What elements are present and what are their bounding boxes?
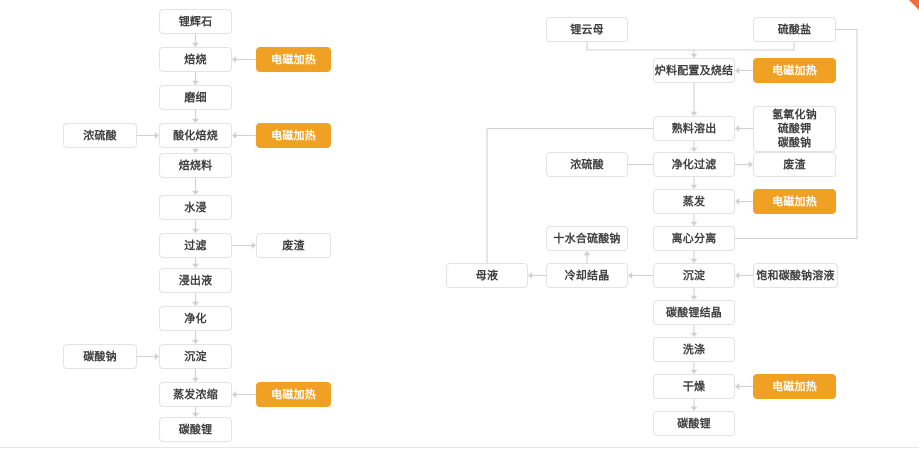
bottom-divider — [0, 447, 919, 448]
spodumene-connector-净化-to-沉淀 — [192, 331, 199, 344]
spodumene-connector-过滤-to-浸出液 — [192, 258, 199, 268]
lepidolite-node-炉料配置及烧结[interactable]: 炉料配置及烧结 — [653, 58, 735, 83]
lepidolite-connector-干燥-to-碳酸锂 — [690, 399, 698, 411]
lepidolite-connector-电磁加热-to-炉料配置及烧结 — [735, 67, 753, 74]
lepidolite-node-干燥[interactable]: 干燥 — [653, 374, 735, 399]
spodumene-node-净化[interactable]: 净化 — [159, 306, 232, 331]
lepidolite-node-洗涤[interactable]: 洗涤 — [653, 337, 735, 362]
spodumene-connector-过滤-to-废渣 — [232, 242, 256, 249]
lepidolite-node-十水合硫酸钠[interactable]: 十水合硫酸钠 — [546, 226, 628, 251]
spodumene-connector-电磁加热-to-蒸发浓缩 — [232, 391, 256, 398]
lepidolite-connector-净化过滤-to-蒸发 — [690, 177, 698, 189]
lepidolite-node-蒸发[interactable]: 蒸发 — [653, 189, 735, 214]
lepidolite-connector-洗涤-to-干燥 — [690, 362, 698, 374]
corner-marker-icon — [909, 0, 919, 10]
spodumene-connector-磨细-to-酸化焙烧 — [192, 110, 199, 123]
lepidolite-node-饱和碳酸钠溶液[interactable]: 饱和碳酸钠溶液 — [753, 263, 838, 288]
lepidolite-connector-电磁加热-to-蒸发 — [735, 198, 753, 205]
lepidolite-node-废渣[interactable]: 废渣 — [753, 152, 836, 177]
lepidolite-node-离心分离[interactable]: 离心分离 — [653, 226, 735, 251]
spodumene-node-废渣[interactable]: 废渣 — [256, 233, 331, 258]
lepidolite-connector-离心分离-to-沉淀 — [690, 251, 698, 263]
spodumene-node-焙烧料[interactable]: 焙烧料 — [159, 153, 232, 178]
lepidolite-node-净化过滤[interactable]: 净化过滤 — [653, 152, 735, 177]
spodumene-node-碳酸锂[interactable]: 碳酸锂 — [159, 417, 232, 442]
spodumene-connector-沉淀-to-蒸发浓缩 — [192, 369, 199, 382]
lepidolite-connector-碳酸锂结晶-to-洗涤 — [690, 325, 698, 337]
spodumene-node-电磁加热[interactable]: 电磁加热 — [256, 123, 331, 148]
spodumene-connector-锂辉石-to-焙烧 — [192, 34, 199, 47]
spodumene-node-蒸发浓缩[interactable]: 蒸发浓缩 — [159, 382, 232, 407]
lepidolite-connector-净化过滤-to-废渣 — [735, 161, 753, 168]
lepidolite-connector-锂云母-to-炉料配置及烧结 — [586, 42, 698, 58]
spodumene-connector-浸出液-to-净化 — [192, 293, 199, 306]
spodumene-node-水浸[interactable]: 水浸 — [159, 195, 232, 220]
spodumene-connector-水浸-to-过滤 — [192, 220, 199, 233]
lepidolite-node-氢氧化钠-硫酸钾-碳酸钠[interactable]: 氢氧化钠 硫酸钾 碳酸钠 — [753, 106, 836, 152]
lepidolite-node-碳酸锂结晶[interactable]: 碳酸锂结晶 — [653, 300, 735, 325]
lepidolite-connector-冷却结晶-to-十水合硫酸钠 — [583, 251, 591, 263]
lepidolite-node-电磁加热[interactable]: 电磁加热 — [753, 374, 836, 399]
lepidolite-connector-氢氧化钠硫酸钾碳酸钠-to-熟料溶出 — [735, 125, 753, 132]
spodumene-node-酸化焙烧[interactable]: 酸化焙烧 — [159, 123, 232, 148]
lepidolite-connector-离心分离-to-冷却结晶 — [628, 272, 653, 279]
lepidolite-node-电磁加热[interactable]: 电磁加热 — [753, 58, 836, 83]
spodumene-node-焙烧[interactable]: 焙烧 — [159, 47, 232, 72]
spodumene-node-浸出液[interactable]: 浸出液 — [159, 268, 232, 293]
spodumene-node-电磁加热[interactable]: 电磁加热 — [256, 47, 331, 72]
lepidolite-node-碳酸锂[interactable]: 碳酸锂 — [653, 411, 735, 436]
lepidolite-connector-熟料溶出-to-净化过滤 — [690, 141, 698, 152]
lepidolite-node-锂云母[interactable]: 锂云母 — [546, 17, 628, 42]
spodumene-node-碳酸钠[interactable]: 碳酸钠 — [63, 344, 137, 369]
lepidolite-node-浓硫酸[interactable]: 浓硫酸 — [546, 152, 628, 177]
spodumene-connector-电磁加热-to-焙烧 — [232, 56, 256, 63]
lepidolite-connector-电磁加热-to-干燥 — [735, 383, 753, 390]
spodumene-node-过滤[interactable]: 过滤 — [159, 233, 232, 258]
spodumene-connector-焙烧-to-磨细 — [192, 72, 199, 85]
lepidolite-node-熟料溶出[interactable]: 熟料溶出 — [653, 116, 735, 141]
lepidolite-connector-沉淀-to-碳酸锂结晶 — [690, 288, 698, 300]
spodumene-connector-蒸发浓缩-to-碳酸锂 — [192, 407, 199, 417]
spodumene-connector-电磁加热-to-酸化焙烧 — [232, 132, 256, 139]
lepidolite-node-沉淀[interactable]: 沉淀 — [653, 263, 735, 288]
lepidolite-connector-冷却结晶-to-母液 — [528, 272, 546, 279]
lepidolite-connector-饱和碳酸钠溶液-to-沉淀 — [735, 272, 753, 279]
lepidolite-node-母液[interactable]: 母液 — [446, 263, 528, 288]
spodumene-node-锂辉石[interactable]: 锂辉石 — [159, 9, 232, 34]
lepidolite-node-电磁加热[interactable]: 电磁加热 — [753, 189, 836, 214]
lepidolite-node-硫酸盐[interactable]: 硫酸盐 — [753, 17, 836, 42]
spodumene-node-磨细[interactable]: 磨细 — [159, 85, 232, 110]
lepidolite-connector-硫酸盐-to-炉料配置及烧结 — [694, 42, 795, 51]
spodumene-connector-浓硫酸-to-酸化焙烧 — [137, 132, 159, 139]
spodumene-node-沉淀[interactable]: 沉淀 — [159, 344, 232, 369]
lepidolite-node-冷却结晶[interactable]: 冷却结晶 — [546, 263, 628, 288]
spodumene-connector-焙烧料-to-水浸 — [192, 178, 199, 195]
spodumene-connector-碳酸钠-to-沉淀 — [137, 353, 159, 360]
spodumene-node-浓硫酸[interactable]: 浓硫酸 — [63, 123, 137, 148]
lepidolite-connector-炉料配置及烧结-to-熟料溶出 — [690, 83, 698, 116]
lepidolite-connector-蒸发-to-离心分离 — [690, 214, 698, 226]
spodumene-node-电磁加热[interactable]: 电磁加热 — [256, 382, 331, 407]
